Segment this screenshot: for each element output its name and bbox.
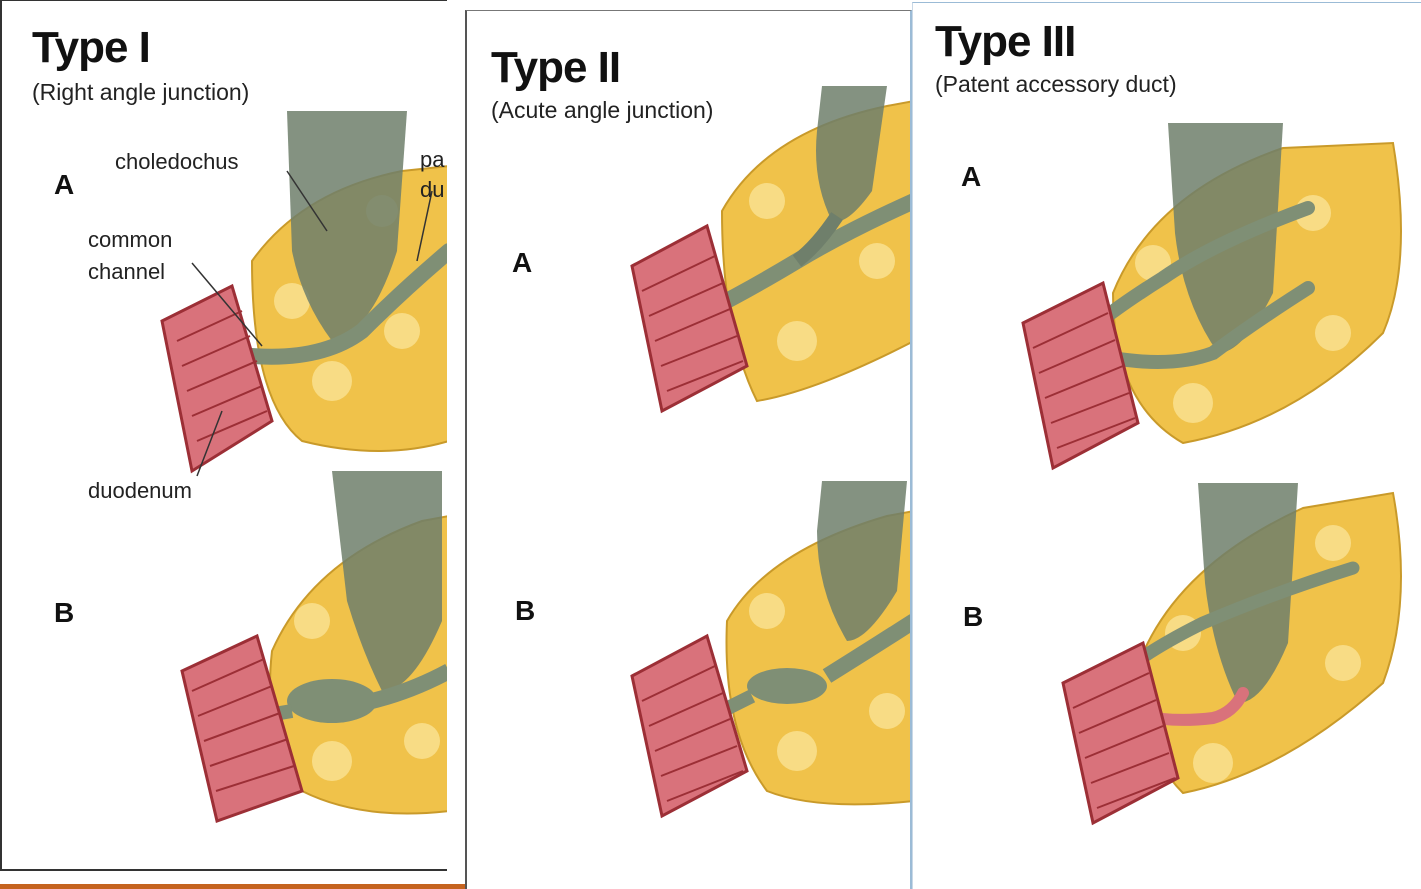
choledochus-label: choledochus (115, 149, 239, 175)
pancreas-lobule (777, 321, 817, 361)
pancreatic-duct-label-line2: du (420, 177, 444, 203)
pancreas-lobule (1325, 645, 1361, 681)
pancreas-lobule (1173, 383, 1213, 423)
part-b-label: B (54, 597, 74, 629)
panel-title: Type I (32, 23, 150, 73)
panel-subtitle: (Acute angle junction) (491, 97, 713, 124)
type-2-panel: Type II (Acute angle junction) A B (465, 10, 912, 889)
pancreas-lobule (1315, 525, 1351, 561)
type-3-illustration (913, 3, 1421, 889)
pancreas-lobule (777, 731, 817, 771)
panel-title: Type II (491, 43, 620, 93)
pancreas-lobule (312, 741, 352, 781)
common-channel-label-line2: channel (88, 259, 165, 285)
bottom-accent-rule (0, 884, 465, 889)
common-channel-shape (287, 679, 377, 723)
pancreatic-duct-label-line1: pa (420, 147, 444, 173)
part-a-label: A (54, 169, 74, 201)
pancreas-lobule (312, 361, 352, 401)
pancreas-lobule (869, 693, 905, 729)
pancreas-lobule (749, 183, 785, 219)
duodenum-label: duodenum (88, 478, 192, 504)
part-b-label: B (963, 601, 983, 633)
pancreas-lobule (294, 603, 330, 639)
pancreas-lobule (1193, 743, 1233, 783)
part-a-label: A (512, 247, 532, 279)
pancreas-lobule (384, 313, 420, 349)
part-a-label: A (961, 161, 981, 193)
panel-subtitle: (Patent accessory duct) (935, 71, 1177, 98)
part-b-label: B (515, 595, 535, 627)
type-1-illustration (2, 1, 447, 871)
pancreas-lobule (1315, 315, 1351, 351)
common-channel-shape (747, 668, 827, 704)
pancreas-lobule (749, 593, 785, 629)
panel-subtitle: (Right angle junction) (32, 79, 249, 106)
type-2-illustration (467, 11, 912, 889)
common-channel-label-line1: common (88, 227, 172, 253)
panel-title: Type III (935, 17, 1075, 67)
pancreas-lobule (404, 723, 440, 759)
type-1-panel: Type I (Right angle junction) A B choled… (0, 0, 447, 871)
pancreas-lobule (859, 243, 895, 279)
type-3-panel: Type III (Patent accessory duct) A B (912, 2, 1421, 889)
